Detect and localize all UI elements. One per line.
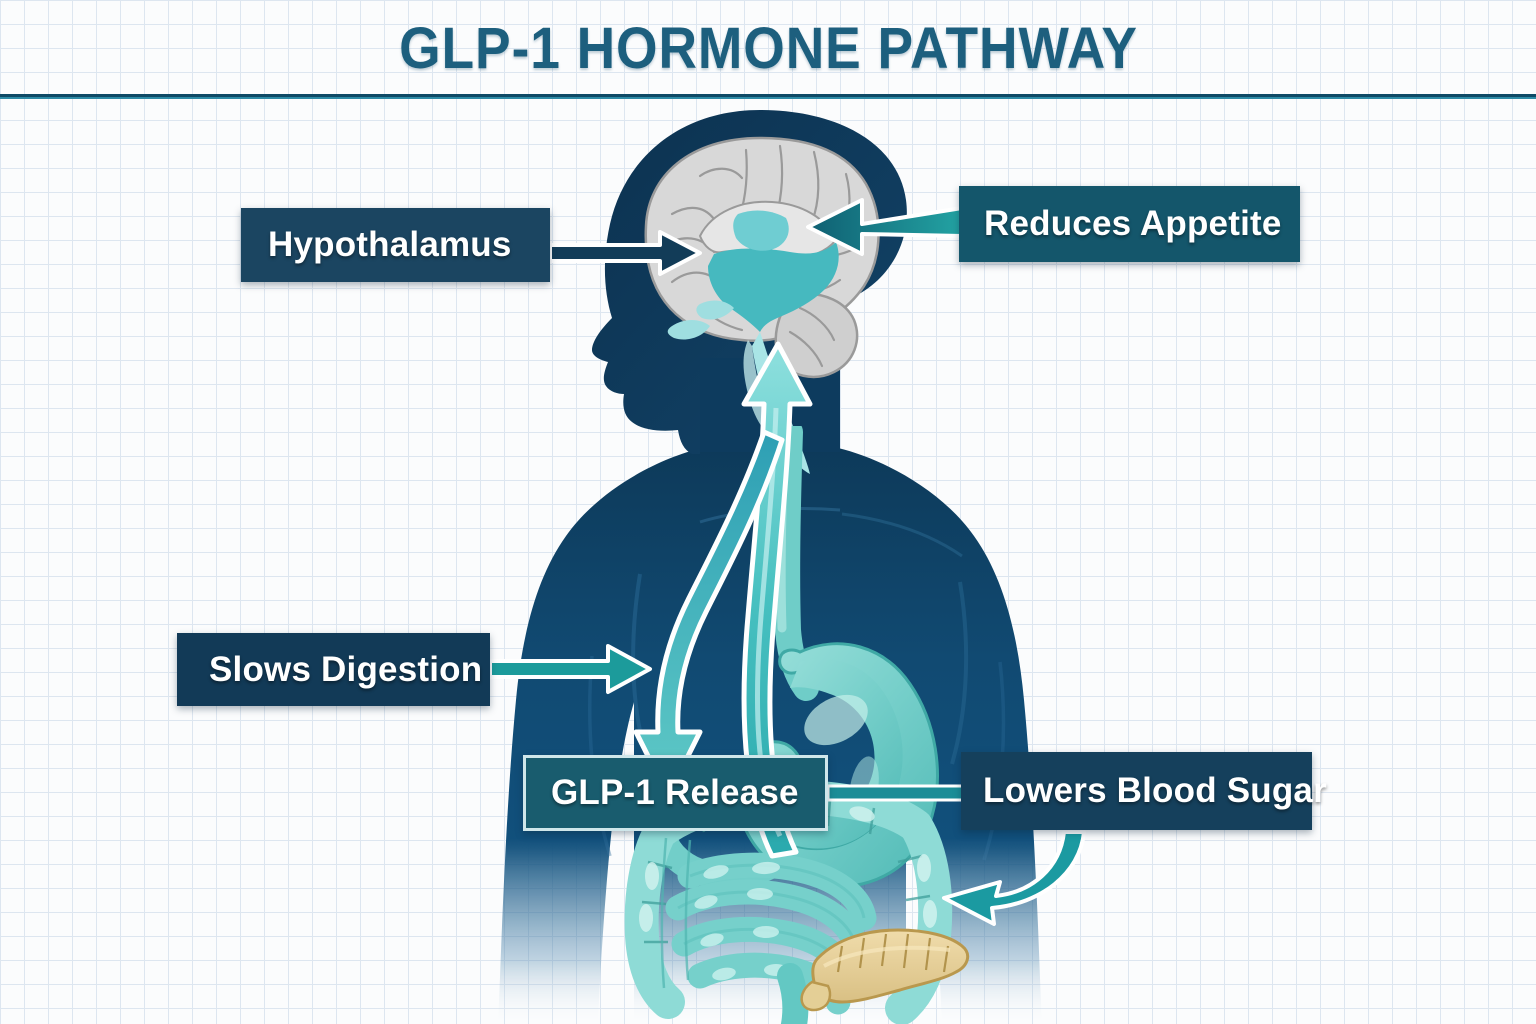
label-slows-digestion[interactable]: Slows Digestion [177,633,490,706]
label-glp1-release-text: GLP-1 Release [551,773,799,812]
diagram-stage [0,96,1536,1024]
page-title: GLP-1 HORMONE PATHWAY [398,15,1138,81]
label-glp1-release[interactable]: GLP-1 Release [523,755,828,831]
slows-digestion-connector-arrow [488,644,652,694]
glp1-release-connector-line [826,784,966,802]
label-hypothalamus-text: Hypothalamus [268,225,512,264]
header: GLP-1 HORMONE PATHWAY [0,0,1536,96]
label-reduces-appetite-text: Reduces Appetite [984,204,1282,243]
lowers-blood-sugar-connector-arrow [942,830,1086,926]
label-lowers-blood-sugar[interactable]: Lowers Blood Sugar [961,752,1327,830]
label-slows-digestion-text: Slows Digestion [209,649,483,689]
label-reduces-appetite[interactable]: Reduces Appetite [959,186,1300,262]
label-hypothalamus[interactable]: Hypothalamus [241,208,550,282]
anatomy-illustration [488,110,1086,1024]
reduces-appetite-connector-arrow [806,198,964,256]
hypothalamus-connector-arrow [548,230,702,276]
title-divider [0,94,1536,99]
label-lowers-blood-sugar-text: Lowers Blood Sugar [983,771,1327,810]
pancreas [800,928,970,1012]
